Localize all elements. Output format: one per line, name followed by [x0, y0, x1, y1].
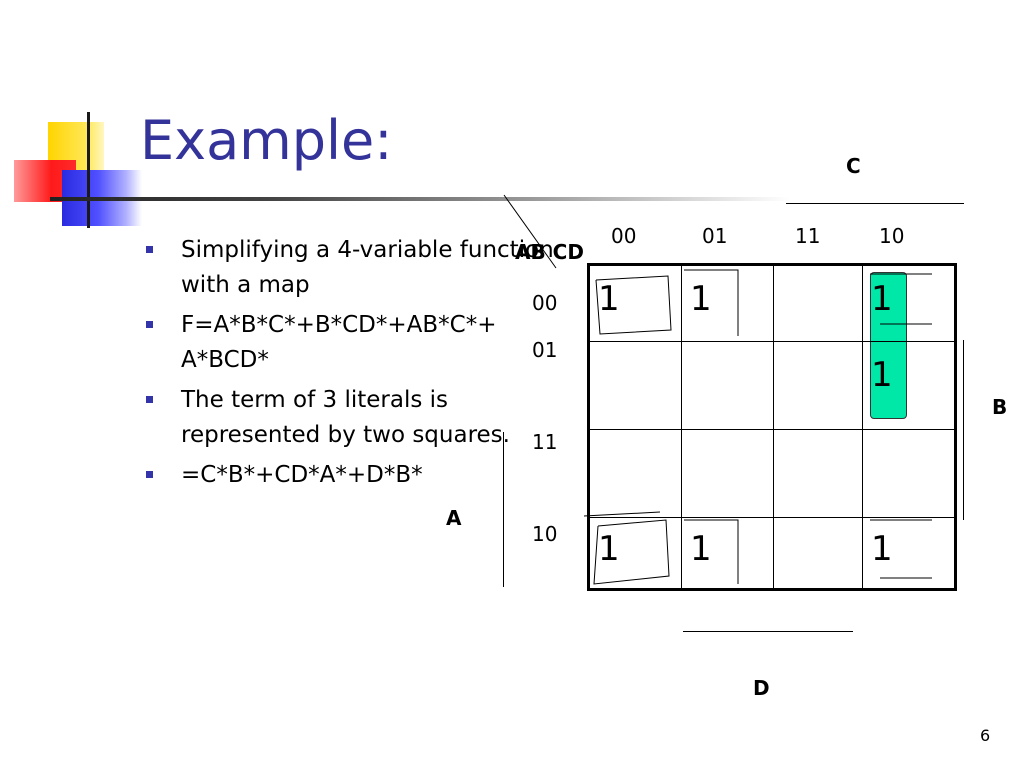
bullet-item: =C*B*+CD*A*+D*B*: [146, 458, 566, 493]
bullet-item: The term of 3 literals is represented by…: [146, 383, 566, 453]
kmap-corner-label: AB CD: [515, 240, 584, 264]
bullet-square-icon: [146, 396, 153, 403]
kmap-cell-1-3: 1: [871, 355, 893, 395]
kmap-grid-line: [681, 266, 682, 588]
var-label-a: A: [446, 506, 462, 530]
kmap-group-outlines: [583, 269, 932, 585]
kmap-grid: [587, 263, 957, 591]
page-number: 6: [980, 726, 991, 745]
kmap-col-header: 11: [795, 224, 821, 248]
var-label-d: D: [753, 676, 770, 700]
kmap-grid-line: [773, 266, 774, 588]
bullet-square-icon: [146, 321, 153, 328]
kmap-group-highlight: [870, 272, 907, 419]
kmap-row-header: 00: [532, 291, 558, 315]
var-label-c: C: [846, 154, 861, 178]
var-label-b: B: [992, 395, 1008, 419]
kmap-row-header: 11: [532, 430, 558, 454]
kmap-cell-3-1: 1: [690, 529, 712, 569]
kmap-corner-diagonal: [503, 194, 557, 269]
logo-vertical-line: [87, 112, 90, 228]
bullet-square-icon: [146, 246, 153, 253]
kmap-cell-0-0: 1: [598, 279, 620, 319]
kmap-cell-0-3: 1: [871, 279, 893, 319]
kmap-grid-line: [590, 517, 954, 518]
slide-title: Example:: [140, 109, 393, 172]
bullet-item: F=A*B*C*+B*CD*+AB*C*+ A*BCD*: [146, 308, 566, 378]
kmap-row-header: 01: [532, 338, 558, 362]
bullet-square-icon: [146, 471, 153, 478]
kmap-col-header: 00: [611, 224, 637, 248]
var-bracket-a: [503, 432, 504, 587]
var-bracket-d: [683, 631, 853, 632]
kmap-col-header: 01: [702, 224, 728, 248]
kmap-grid-line: [862, 266, 863, 588]
bullet-list: Simplifying a 4-variable function with a…: [146, 233, 566, 498]
kmap-row-header: 10: [532, 522, 558, 546]
var-bracket-c: [786, 203, 964, 204]
title-underline: [50, 197, 790, 201]
kmap-cell-3-3: 1: [871, 529, 893, 569]
kmap-grid-line: [590, 341, 954, 342]
bullet-item: Simplifying a 4-variable function with a…: [146, 233, 566, 303]
kmap-cell-0-1: 1: [690, 279, 712, 319]
var-bracket-b: [963, 340, 964, 520]
kmap-cell-3-0: 1: [598, 529, 620, 569]
kmap-grid-line: [590, 429, 954, 430]
kmap-col-header: 10: [879, 224, 905, 248]
